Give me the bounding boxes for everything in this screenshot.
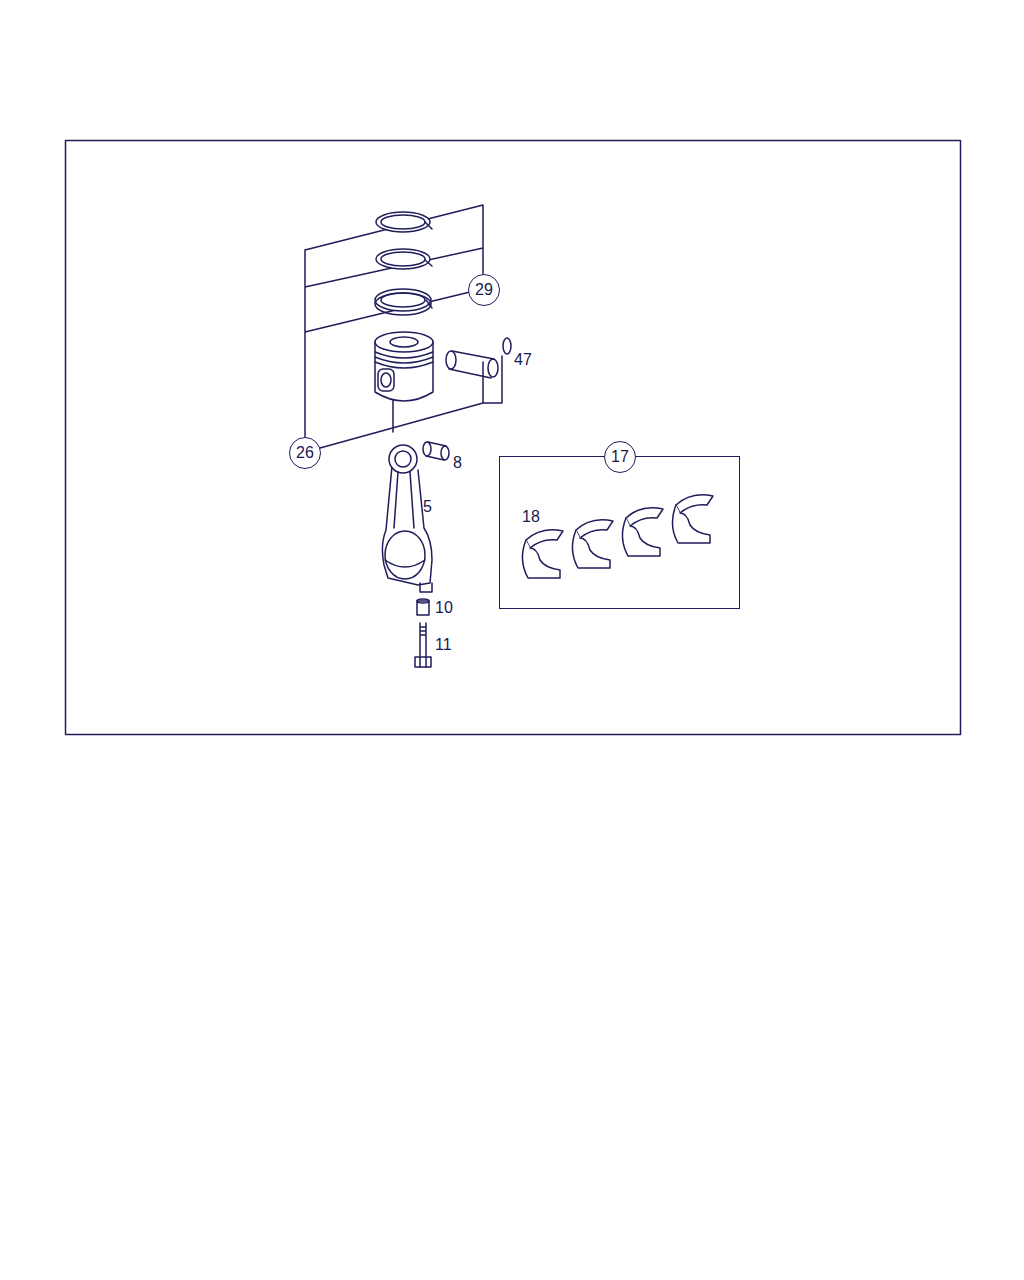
- callout-number: 17: [611, 449, 629, 465]
- piston-ring: [375, 289, 432, 315]
- connecting-rod: [382, 445, 432, 592]
- callout-number: 8: [453, 455, 462, 471]
- callout-number: 10: [435, 600, 453, 616]
- leader-bracket: [305, 205, 483, 437]
- callout-circle: 29: [468, 274, 500, 306]
- piston-pin: [446, 351, 498, 378]
- callout-circle: 26: [289, 437, 321, 469]
- callout-group-box: 1718: [499, 456, 740, 609]
- piston-ring: [376, 212, 432, 232]
- frame: [66, 141, 961, 735]
- part-label-box: 18: [522, 509, 540, 525]
- circlip: [503, 338, 511, 354]
- bolt: [415, 623, 431, 667]
- callout-circle: 17: [604, 441, 636, 473]
- bearing-shell: [522, 495, 713, 578]
- callout-number: 47: [514, 352, 532, 368]
- sleeve: [417, 599, 429, 615]
- callout-number: 5: [423, 499, 432, 515]
- callout-number: 18: [522, 508, 540, 525]
- piston-ring: [376, 249, 432, 269]
- piston: [375, 332, 433, 401]
- callout-number: 26: [296, 445, 314, 461]
- bushing: [423, 442, 449, 460]
- callout-number: 11: [435, 637, 452, 653]
- callout-number: 29: [475, 282, 493, 298]
